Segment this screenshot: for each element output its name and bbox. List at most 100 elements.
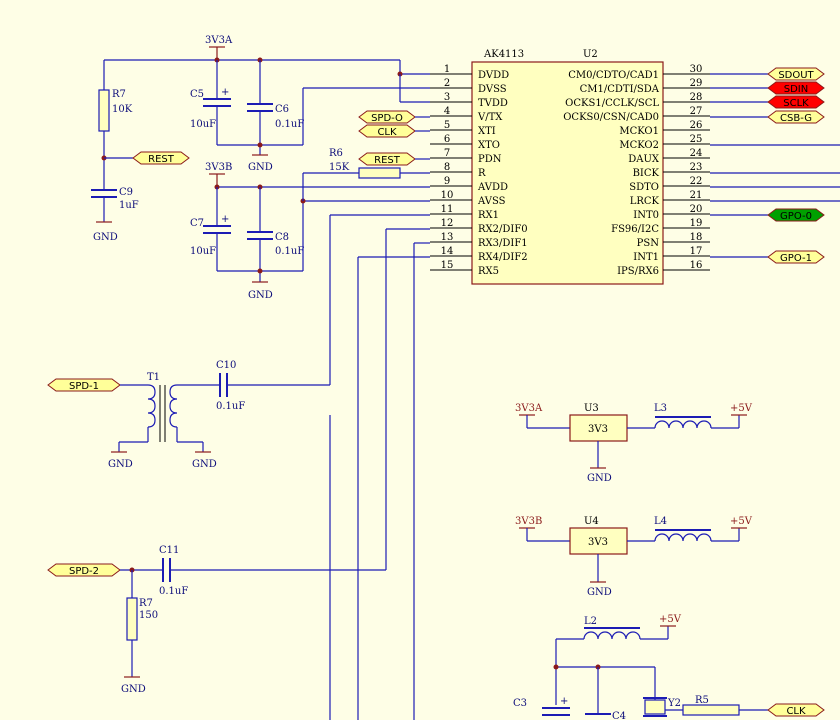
port-spd2-label: SPD-2 xyxy=(69,566,99,577)
port-rest-a[interactable]: REST xyxy=(132,151,190,165)
port-sclk-label: SCLK xyxy=(783,98,809,109)
inductor-l3[interactable]: L3 +5V xyxy=(654,403,753,429)
resistor-r6[interactable]: R6 15K xyxy=(303,148,430,179)
port-clk-b[interactable]: CLK xyxy=(767,703,825,717)
resistor-r7b[interactable]: R7 150 xyxy=(126,570,158,677)
c8-value: 0.1uF xyxy=(275,246,304,257)
capacitor-c3[interactable]: C3 + xyxy=(513,696,570,716)
gnd-r7: GND xyxy=(93,221,118,243)
ic-pin-left[interactable]: 4V/TX xyxy=(430,106,503,123)
resistor-r5[interactable]: R5 xyxy=(682,695,768,716)
port-rest-b[interactable]: REST xyxy=(358,152,416,166)
ic-pin-name: AVSS xyxy=(477,196,506,207)
capacitor-c6[interactable]: C6 0.1uF xyxy=(247,60,304,155)
port-clk[interactable]: CLK xyxy=(358,124,416,138)
port-sdin[interactable]: SDIN xyxy=(710,81,825,95)
ic-pin-name: V/TX xyxy=(477,112,503,123)
l4-ref: L4 xyxy=(654,516,667,527)
port-sdout[interactable]: SDOUT xyxy=(710,67,825,81)
port-csb-g[interactable]: CSB-G xyxy=(710,110,825,124)
transformer-t1[interactable]: T1 xyxy=(118,372,204,452)
capacitor-c11[interactable]: C11 0.1uF xyxy=(159,545,188,597)
ic-pin-name: FS96/I2C xyxy=(611,224,659,235)
ic-pin-name: RX2/DIF0 xyxy=(478,224,528,235)
regulator-u3[interactable]: 3V3A U3 3V3 GND xyxy=(515,403,655,484)
capacitor-c8[interactable]: C8 0.1uF xyxy=(247,187,304,282)
capacitor-c9[interactable]: C9 1uF xyxy=(91,187,139,222)
capacitor-c10[interactable]: C10 0.1uF xyxy=(216,360,245,412)
r6-ref: R6 xyxy=(329,148,343,159)
gnd-c5-label: GND xyxy=(248,162,273,173)
ic-pin-name: DAUX xyxy=(628,154,660,165)
capacitor-c4[interactable]: C4 xyxy=(585,711,626,720)
ic-pin-name: PDN xyxy=(478,154,502,165)
port-sclk[interactable]: SCLK xyxy=(710,95,825,109)
p5-u3-label: +5V xyxy=(730,403,753,414)
ic-pin-name: RX3/DIF1 xyxy=(478,238,528,249)
ic-pin-name: BICK xyxy=(633,168,660,179)
ic-pin-number: 13 xyxy=(441,232,454,243)
ic-u2[interactable]: AK4113 U2 1DVDD2DVSS3TVDD4V/TX5XTI6XTO7P… xyxy=(430,49,710,285)
port-gpo-0[interactable]: GPO-0 xyxy=(710,208,825,222)
oscillator-y2[interactable]: Y2 xyxy=(643,697,681,717)
inductor-l4[interactable]: L4 +5V xyxy=(654,516,753,542)
p5-l2-label: +5V xyxy=(659,614,682,625)
ic-pin-number: 22 xyxy=(690,176,703,187)
capacitor-c7[interactable]: + C7 10uF xyxy=(190,187,231,271)
port-clk-b-label: CLK xyxy=(786,706,806,717)
port-spd-o[interactable]: SPD-O xyxy=(358,110,416,124)
port-spd2[interactable]: SPD-2 xyxy=(47,563,121,577)
inductor-l2[interactable]: L2 +5V xyxy=(555,614,682,705)
gnd-r7b: GND xyxy=(121,676,146,695)
ic-pin-name: TVDD xyxy=(478,98,508,109)
ic-pin-number: 14 xyxy=(441,246,454,257)
ic-pin-name: RX5 xyxy=(478,266,499,277)
port-gpo-1[interactable]: GPO-1 xyxy=(710,250,825,264)
port-spd1[interactable]: SPD-1 xyxy=(47,378,121,392)
ic-pin-left[interactable]: 8R xyxy=(430,162,486,179)
capacitor-c5[interactable]: + C5 10uF xyxy=(190,60,231,145)
ic-pin-number: 8 xyxy=(444,162,450,173)
ic-pin-number: 7 xyxy=(444,148,450,159)
resistor-r7[interactable]: R7 10K xyxy=(98,60,133,190)
c11-value: 0.1uF xyxy=(159,586,188,597)
ic-pin-number: 6 xyxy=(444,134,450,145)
regulator-u4[interactable]: 3V3B U4 3V3 GND xyxy=(515,516,655,598)
ic-pin-name: OCKS1/CCLK/SCL xyxy=(565,98,659,109)
port-gpo-1-label: GPO-1 xyxy=(780,253,812,264)
ic-pin-number: 16 xyxy=(690,260,703,271)
c5-plus: + xyxy=(221,87,229,98)
l3-ref: L3 xyxy=(654,403,667,414)
u4-in-label: 3V3B xyxy=(515,516,542,527)
port-sdout-label: SDOUT xyxy=(778,70,814,81)
c3-plus: + xyxy=(560,696,568,707)
